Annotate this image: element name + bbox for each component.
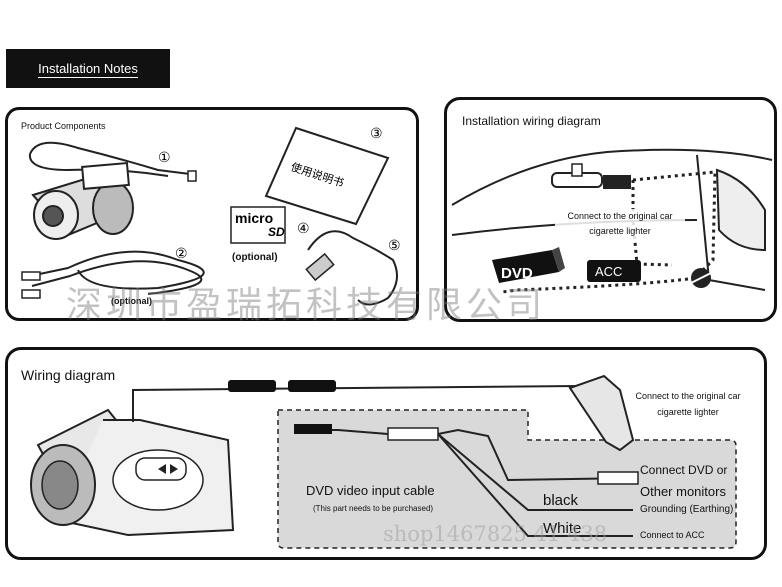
acc-box-label: ACC [595, 264, 622, 279]
connect-acc-label: Connect to ACC [640, 530, 705, 540]
microsd-logo: micro [235, 210, 273, 226]
wiring-diagram-panel: Wiring diagram Connect to the original c… [5, 347, 767, 560]
wiring-title: Wiring diagram [21, 367, 116, 383]
white-wire-label: White [543, 520, 582, 537]
wiring-illustration [30, 374, 737, 549]
microsd-logo-sd: SD [268, 225, 285, 239]
connect-dvd-line2: Other monitors [640, 484, 726, 499]
section-header-title: Installation Notes [38, 61, 138, 78]
optional-cable-label: (optional) [111, 296, 152, 306]
car-interior-illustration: DVD ACC [451, 148, 773, 294]
lighter-note: Connect to the original car cigarette li… [555, 209, 685, 239]
components-illustration: 使用说明书 micro SD ① ② ③ ④ ⑤ [21, 125, 401, 306]
cable-note: (This part needs to be purchased) [313, 504, 434, 513]
cable-title: DVD video input cable [306, 483, 435, 498]
component-number-5: ⑤ [388, 237, 401, 253]
lighter-note-line2: cigarette lighter [589, 226, 651, 236]
connect-dvd-note: Connect DVD or Other monitors [640, 460, 727, 502]
wiring-lighter-line2: cigarette lighter [657, 407, 719, 417]
wiring-lighter-line1: Connect to the original car [635, 391, 741, 401]
dvd-box-label: DVD [501, 265, 533, 282]
component-number-4: ④ [297, 220, 310, 236]
connect-dvd-line1: Connect DVD or [640, 463, 728, 477]
component-number-3: ③ [370, 125, 383, 141]
install-wiring-title: Installation wiring diagram [462, 114, 601, 128]
installation-wiring-panel: DVD ACC Installation wiring diagram Conn… [444, 97, 777, 322]
components-title: Product Components [21, 121, 106, 131]
product-components-panel: 使用说明书 micro SD ① ② ③ ④ ⑤ Product Compone… [5, 107, 419, 321]
company-watermark: 深圳市盈瑞拓科技有限公司 [66, 285, 547, 326]
component-number-2: ② [175, 245, 188, 261]
shop-watermark: shop1467825 41 438 [383, 522, 608, 546]
section-header: Installation Notes [6, 49, 170, 88]
wiring-lighter-note: Connect to the original car cigarette li… [623, 388, 753, 420]
black-wire-label: black [543, 492, 579, 509]
grounding-label: Grounding (Earthing) [640, 504, 734, 515]
optional-sd-label: (optional) [232, 252, 278, 263]
component-number-1: ① [158, 149, 171, 165]
lighter-note-line1: Connect to the original car [567, 211, 673, 221]
